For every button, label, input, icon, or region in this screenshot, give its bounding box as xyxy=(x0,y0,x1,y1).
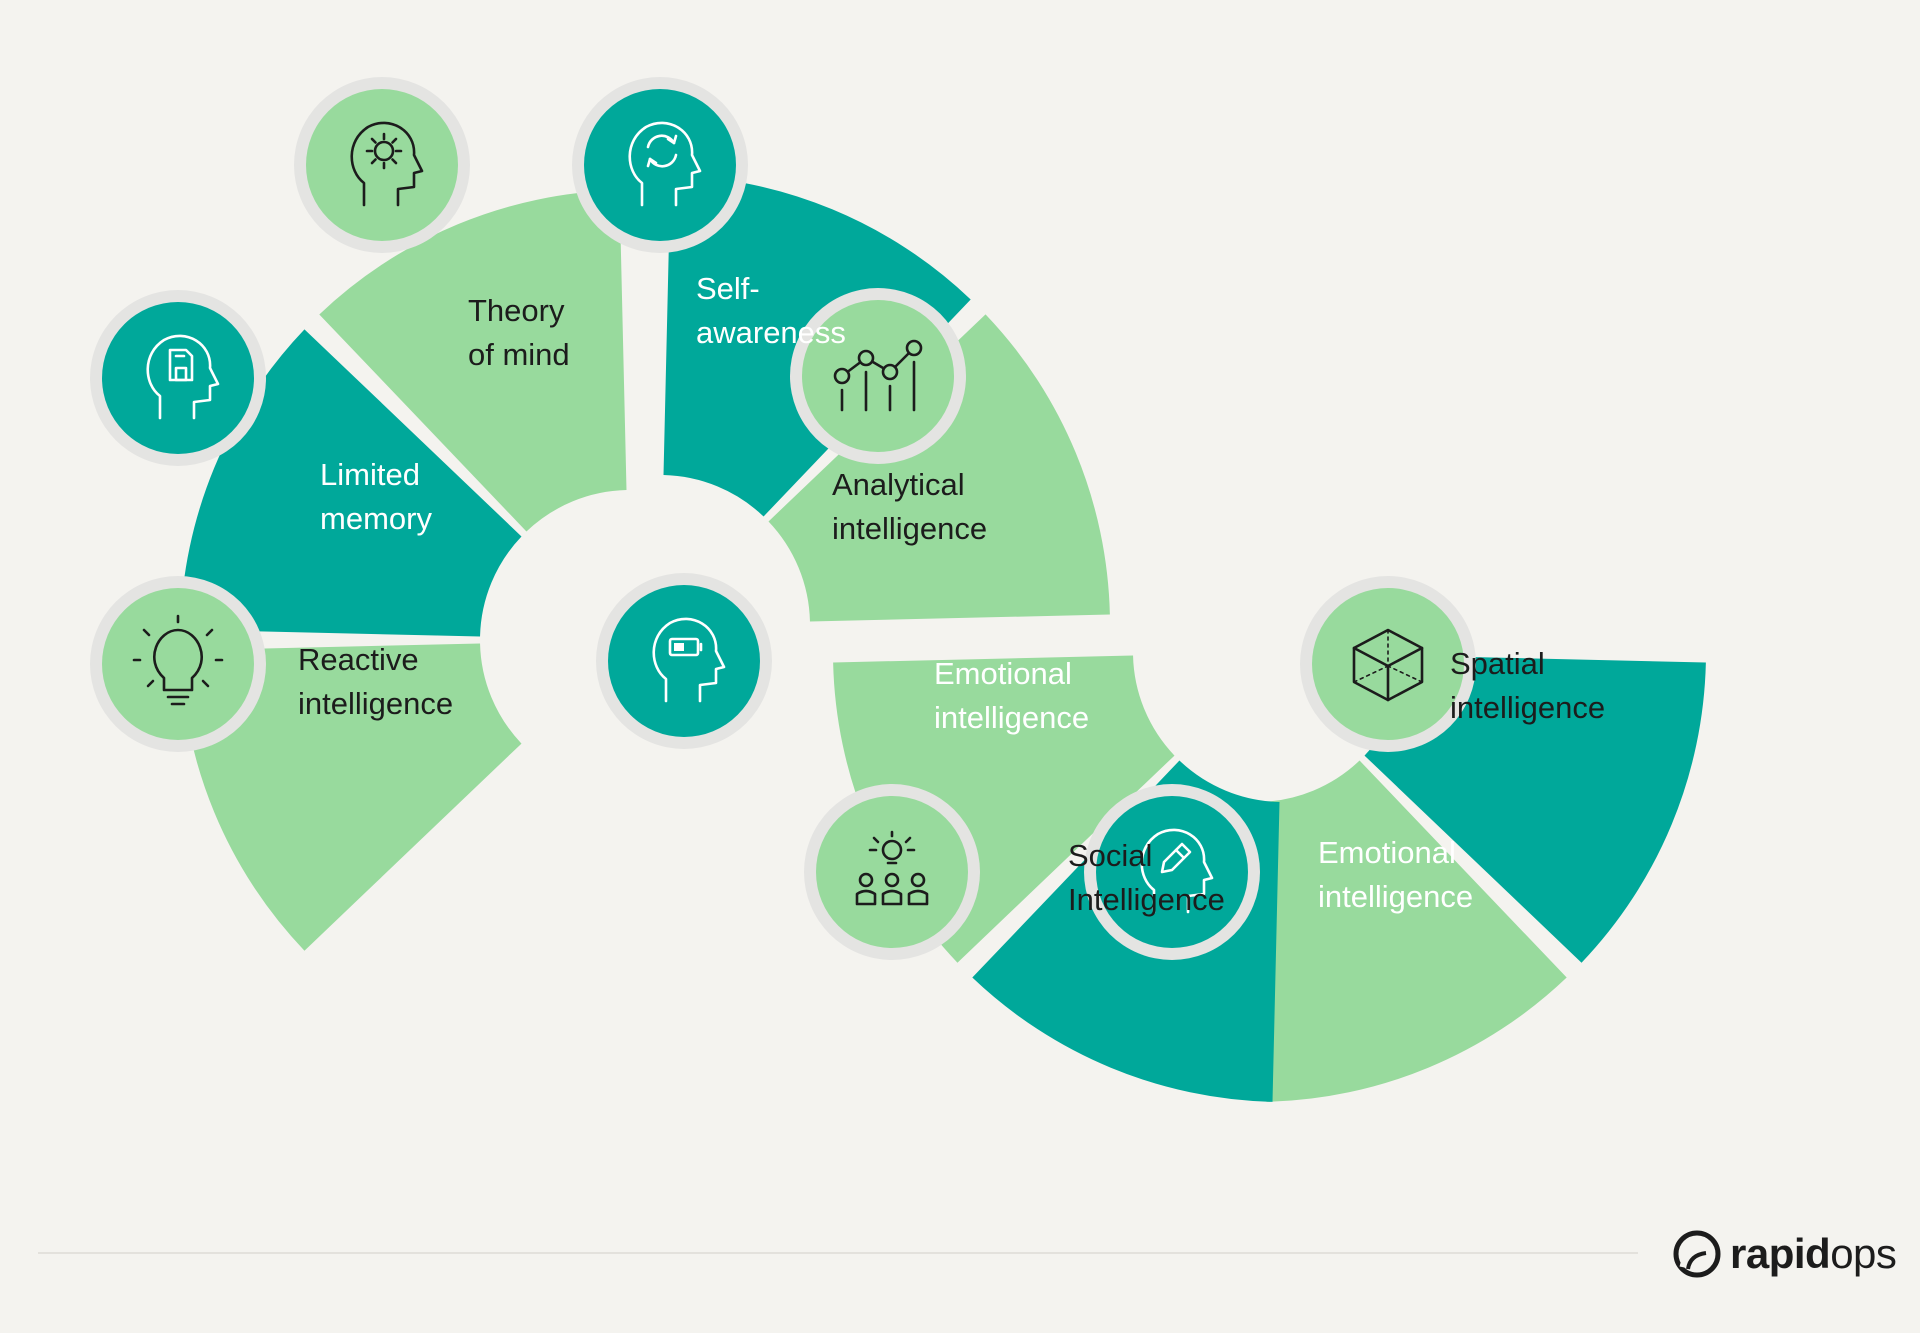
segment-label-line: awareness xyxy=(696,315,846,350)
segment-label-limited-memory: Limited memory xyxy=(320,453,432,541)
lightbulb-icon xyxy=(132,614,224,706)
segment-label-line: intelligence xyxy=(298,686,454,721)
head-memory-icon xyxy=(146,334,220,420)
rapidops-logo-icon xyxy=(1673,1230,1721,1278)
people-idea-icon xyxy=(855,830,929,906)
segment-label-line: Spatial xyxy=(1450,646,1545,681)
segment-label-reactive: Reactive intelligence xyxy=(298,638,453,726)
cube-icon xyxy=(1352,628,1424,702)
segment-limited-memory xyxy=(180,329,522,637)
segment-label-emotional-2: Emotional intelligence xyxy=(1318,831,1473,919)
head-pencil-icon xyxy=(1140,828,1214,914)
segment-label-line: Intelligence xyxy=(1068,882,1225,917)
segment-label-emotional-1: Emotional intelligence xyxy=(934,652,1089,740)
segment-label-spatial: Spatial intelligence xyxy=(1450,642,1605,730)
segment-label-line: Limited xyxy=(320,457,420,492)
head-refresh-icon xyxy=(628,121,702,207)
segment-label-line: of mind xyxy=(468,337,570,372)
segment-label-line: intelligence xyxy=(832,511,988,546)
segment-label-line: Emotional xyxy=(1318,835,1456,870)
segment-label-self-awareness: Self-awareness xyxy=(696,267,846,355)
segment-label-line: intelligence xyxy=(1318,879,1474,914)
segment-analytical xyxy=(768,314,1110,622)
icon-circle-theory-of-mind xyxy=(306,89,458,241)
segment-label-line: intelligence xyxy=(934,700,1090,735)
segment-label-line: Theory xyxy=(468,293,565,328)
segment-theory-of-mind xyxy=(319,190,627,532)
head-battery-icon xyxy=(652,617,726,703)
segment-label-line: Self- xyxy=(696,271,760,306)
segment-label-line: Analytical xyxy=(832,467,965,502)
rapidops-logo: rapidops xyxy=(1672,1228,1897,1280)
icon-circle-social xyxy=(816,796,968,948)
brand-name: rapidops xyxy=(1730,1230,1897,1277)
icon-circle-limited-memory xyxy=(102,302,254,454)
segment-label-line: Social xyxy=(1068,838,1153,873)
segment-label-line: intelligence xyxy=(1450,690,1606,725)
head-gear-icon xyxy=(350,121,424,207)
segment-social xyxy=(1259,760,1567,1102)
icon-circle-emotional-2 xyxy=(1096,796,1248,948)
segment-emotional-1 xyxy=(1364,655,1706,963)
segment-label-line: Reactive xyxy=(298,642,419,677)
icon-circle-analytical xyxy=(802,300,954,452)
segment-label-analytical: Analytical intelligence xyxy=(832,463,987,551)
line-chart-icon xyxy=(833,339,923,412)
segment-label-theory-of-mind: Theory of mind xyxy=(468,289,570,377)
segment-reactive xyxy=(180,643,522,951)
segment-label-line: memory xyxy=(320,501,432,536)
segment-label-line: Emotional xyxy=(934,656,1072,691)
icon-circle-reactive xyxy=(102,588,254,740)
icon-circle-spatial xyxy=(1312,588,1464,740)
footer-divider xyxy=(38,1252,1638,1254)
icon-circle-emotional-1 xyxy=(608,585,760,737)
